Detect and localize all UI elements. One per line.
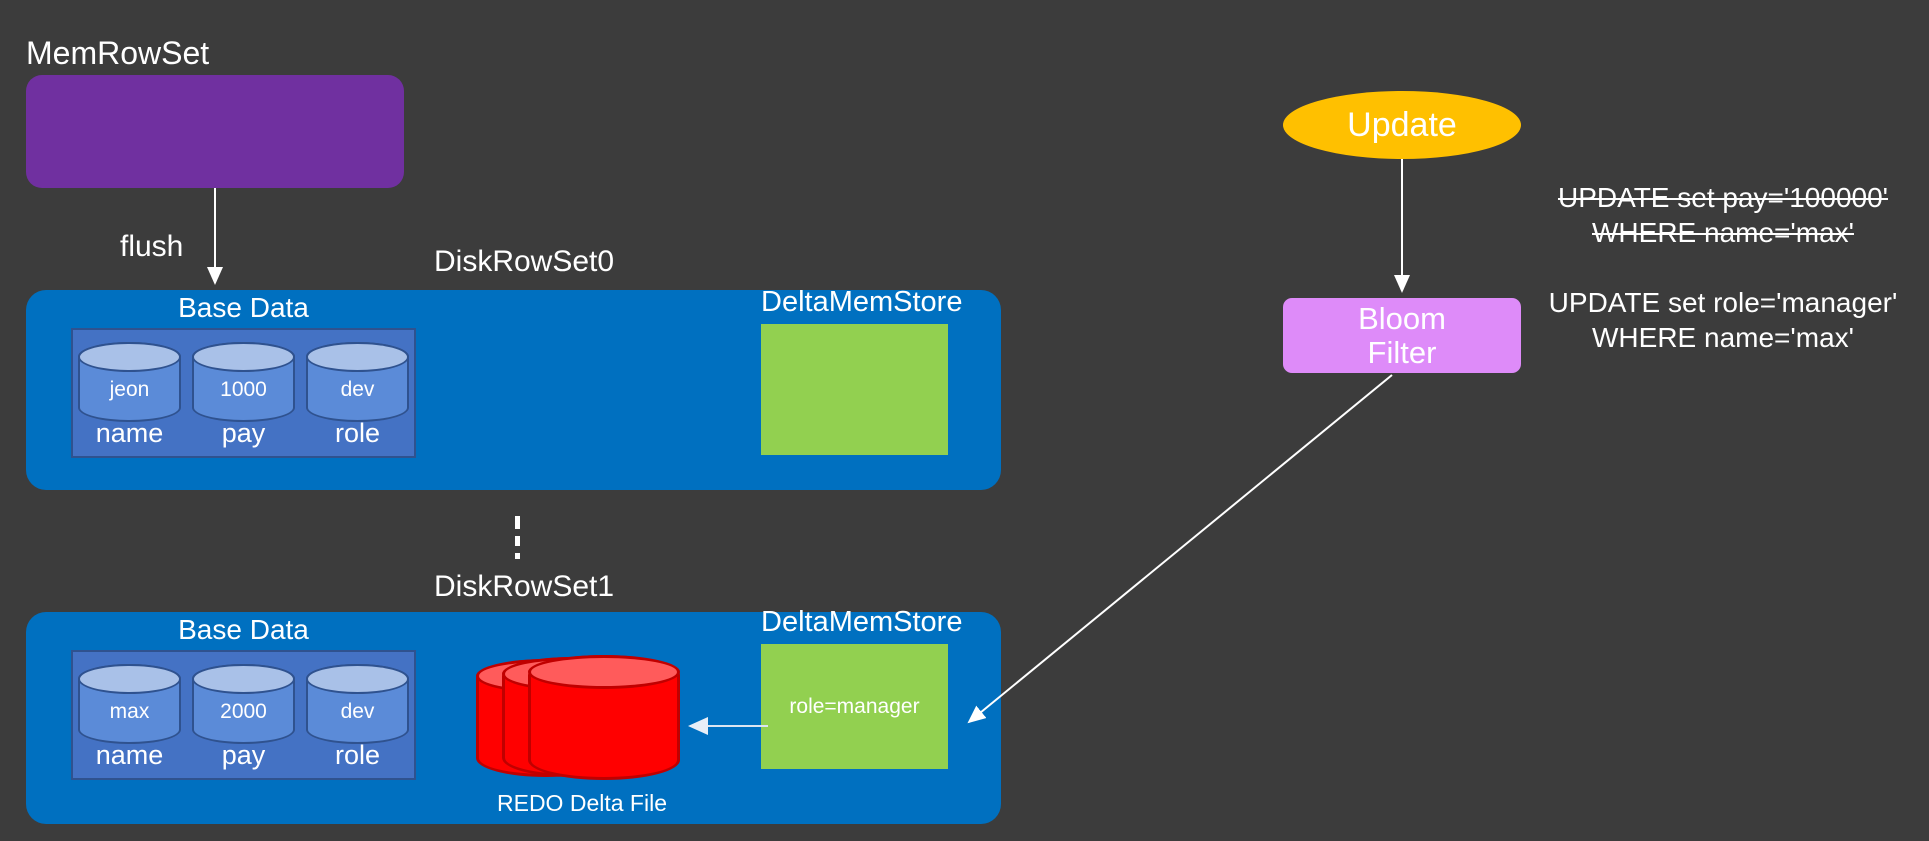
diskrowset1-column-row: max name 2000 pay dev rol <box>73 652 414 771</box>
cylinder-icon: dev <box>306 342 409 422</box>
deltamemstore-title: DeltaMemStore <box>761 286 963 318</box>
deltamemstore-title: DeltaMemStore <box>761 606 963 638</box>
diskrowset0-column-row: jeon name 1000 pay dev ro <box>73 330 414 449</box>
diskrowset1-base-data-panel: max name 2000 pay dev rol <box>71 650 416 780</box>
memrowset-box[interactable] <box>26 75 404 188</box>
ellipsis-dot <box>514 553 520 559</box>
diskrowset0-title: DiskRowSet0 <box>434 245 615 278</box>
diskrowset1-deltamemstore-group: DeltaMemStore role=manager <box>761 606 962 769</box>
column-label: name <box>95 418 164 448</box>
column-role[interactable]: dev role <box>306 664 409 771</box>
vertical-ellipsis-icon <box>512 516 522 559</box>
column-value: dev <box>340 700 375 723</box>
sql-active-line2: WHERE name='max' <box>1592 321 1854 353</box>
memrowset-title: MemRowSet <box>26 35 210 71</box>
diskrowset0-base-data-panel: jeon name 1000 pay dev ro <box>71 328 416 458</box>
bloom-filter-label-line2: Filter <box>1367 334 1437 370</box>
cylinder-icon: 1000 <box>192 342 295 422</box>
column-value: 1000 <box>220 378 267 401</box>
bloom-filter-label-line1: Bloom <box>1358 301 1446 337</box>
diskrowset0-box[interactable]: Base Data jeon name 1000 pay <box>26 286 1001 490</box>
column-pay[interactable]: 1000 pay <box>192 342 295 449</box>
cylinder-icon: jeon <box>78 342 181 422</box>
column-value: 2000 <box>220 700 267 723</box>
base-data-title: Base Data <box>178 292 309 323</box>
redo-delta-file-group[interactable] <box>476 655 691 780</box>
bloom-filter-node[interactable]: Bloom Filter <box>1283 298 1521 373</box>
column-name[interactable]: max name <box>78 664 181 771</box>
redo-delta-file-label: REDO Delta File <box>497 790 667 816</box>
ellipsis-dot <box>514 516 520 529</box>
cylinder-icon: 2000 <box>192 664 295 744</box>
column-value: jeon <box>109 378 150 401</box>
column-value: max <box>109 700 150 723</box>
diskrowset0-base-data-group: Base Data jeon name 1000 pay <box>71 292 416 458</box>
column-label: pay <box>221 418 266 448</box>
sql-struck-line1: UPDATE set pay='100000' <box>1557 182 1889 213</box>
column-label: name <box>95 740 164 770</box>
redo-cylinder-icon <box>528 655 680 780</box>
update-node-label: Update <box>1347 105 1457 144</box>
cylinder-icon: dev <box>306 664 409 744</box>
column-label: role <box>334 740 381 770</box>
diskrowset1-deltamemstore-box[interactable]: role=manager <box>761 644 948 769</box>
sql-active-line1: UPDATE set role='manager' <box>1548 286 1898 318</box>
sql-struck-line2: WHERE name='max' <box>1592 217 1854 249</box>
column-pay[interactable]: 2000 pay <box>192 664 295 771</box>
sql-statements: UPDATE set pay='100000' WHERE name='max'… <box>1528 180 1918 355</box>
column-label: role <box>334 418 381 448</box>
diskrowset0-deltamemstore-group: DeltaMemStore <box>761 286 962 455</box>
column-role[interactable]: dev role <box>306 342 409 449</box>
deltamemstore-content: role=manager <box>789 694 920 718</box>
base-data-title: Base Data <box>178 614 309 645</box>
flush-label: flush <box>120 230 184 263</box>
cylinder-icon: max <box>78 664 181 744</box>
column-name[interactable]: jeon name <box>78 342 181 449</box>
column-value: dev <box>340 378 375 401</box>
diskrowset1-title: DiskRowSet1 <box>434 570 615 603</box>
diskrowset1-base-data-group: Base Data max name 2000 pay <box>71 614 416 780</box>
diskrowset0-deltamemstore-box[interactable] <box>761 324 948 455</box>
column-label: pay <box>221 740 266 770</box>
update-node[interactable]: Update <box>1283 91 1521 159</box>
ellipsis-dot <box>514 536 520 546</box>
bloom-to-deltamemstore-arrow <box>967 374 1393 724</box>
sql-spacer <box>1528 251 1918 285</box>
diskrowset1-box[interactable]: Base Data max name 2000 pay <box>26 606 1001 824</box>
